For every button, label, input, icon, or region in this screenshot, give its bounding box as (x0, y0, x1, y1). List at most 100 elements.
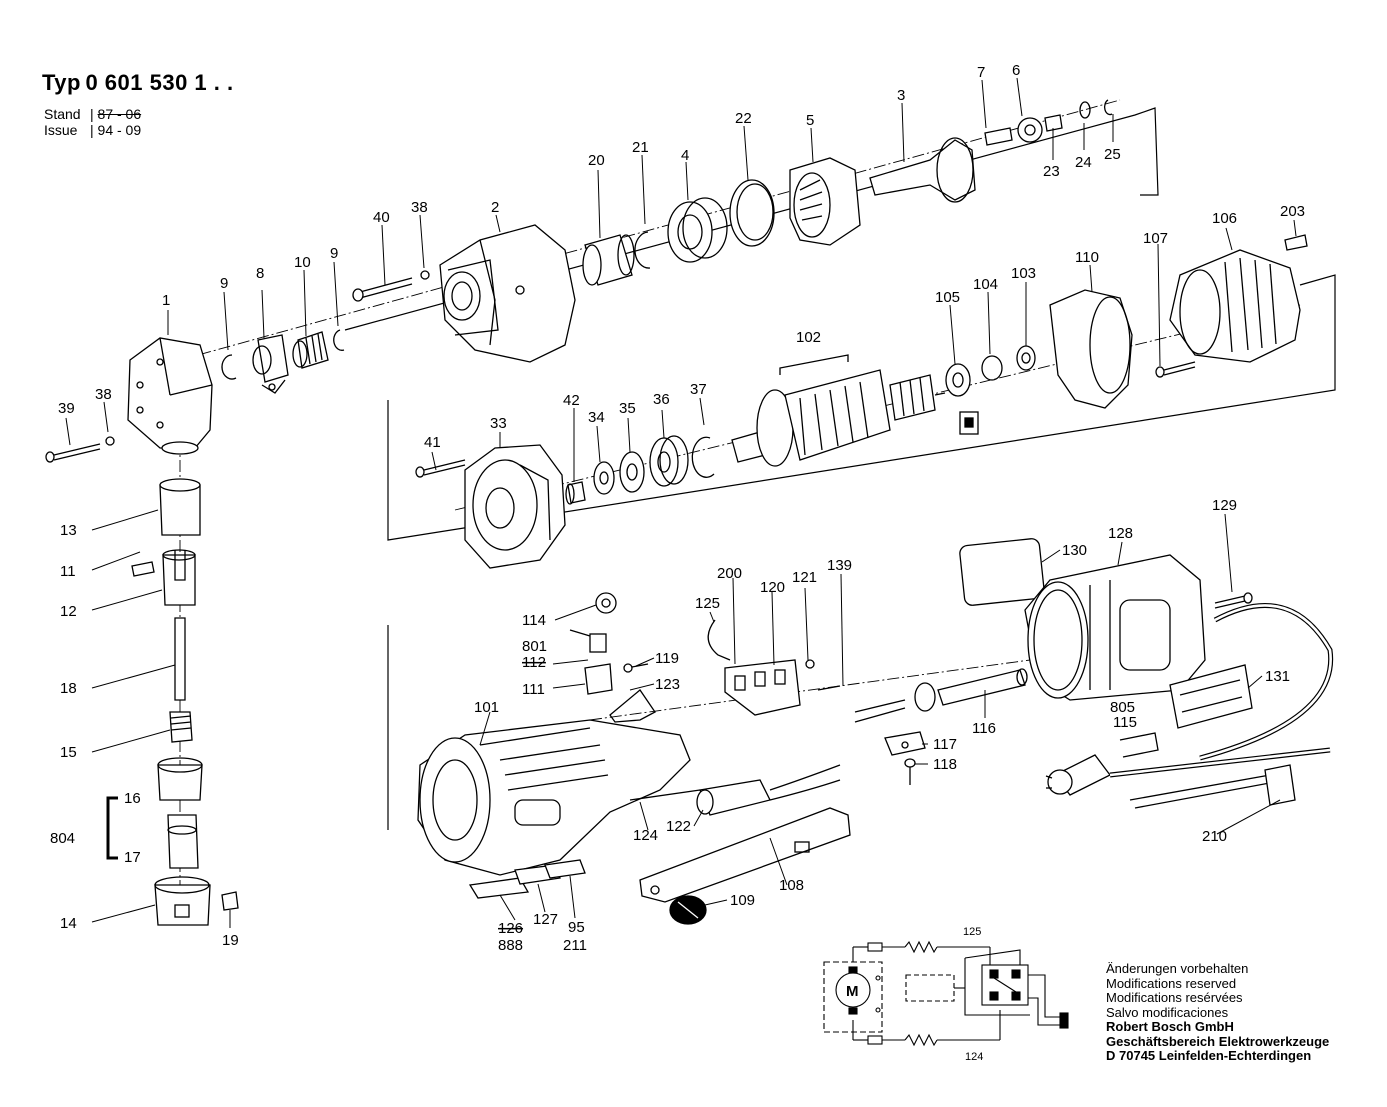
part-screw-39 (45, 436, 115, 463)
part-label: 117 (933, 736, 957, 753)
typ-number: 0 601 530 1 . . (85, 70, 234, 95)
part-label: 124 (633, 827, 658, 844)
part-label: 125 (695, 595, 720, 612)
part-label: 20 (588, 152, 605, 169)
part-label: 9 (220, 275, 228, 292)
part-label: 109 (730, 892, 755, 909)
part-gear-housing (439, 224, 576, 363)
part-label: 121 (792, 569, 817, 586)
part-bearing-105 (945, 345, 1036, 435)
part-label: 4 (681, 147, 689, 164)
part-screw-129 (1214, 592, 1253, 609)
part-label: 888 (498, 937, 523, 954)
part-cable-guard (854, 668, 1028, 723)
part-spindle-column (131, 478, 239, 926)
part-electrical-small (569, 592, 841, 723)
company-division: Geschäftsbereich Elektrowerkzeuge (1106, 1033, 1330, 1049)
part-label: 36 (653, 391, 670, 408)
schematic-ref-top: 125 (963, 926, 981, 938)
company-name: Robert Bosch GmbH (1106, 1019, 1234, 1034)
part-small-rings (221, 329, 345, 394)
part-label: 13 (60, 522, 77, 539)
leader-lines (65, 77, 1297, 928)
part-numbers: 1 9 8 10 9 40 38 2 20 21 4 22 5 3 7 6 23… (50, 62, 1305, 954)
part-label: 33 (490, 415, 507, 432)
part-label: 805 (1110, 699, 1135, 716)
part-label: 210 (1202, 828, 1227, 845)
part-label: 11 (60, 563, 76, 580)
part-label: 104 (973, 276, 998, 293)
part-label: 21 (632, 139, 649, 156)
part-label: 801 (522, 638, 547, 655)
part-label: 130 (1062, 542, 1087, 559)
part-label: 9 (330, 245, 338, 262)
part-label: 25 (1104, 146, 1121, 163)
part-label: 19 (222, 932, 239, 949)
frame-armature (387, 274, 1336, 541)
part-label: 42 (563, 392, 580, 409)
part-label: 37 (690, 381, 707, 398)
part-label: 120 (760, 579, 785, 596)
part-label: 112 (522, 654, 546, 671)
part-label: 114 (522, 612, 546, 629)
modification-notes: Änderungen vorbehalten Modifications res… (1106, 961, 1330, 1064)
part-label: 38 (411, 199, 428, 216)
part-label: 131 (1265, 668, 1290, 685)
part-label: 3 (897, 87, 905, 104)
header-title: Typ 0 601 530 1 . . (42, 70, 234, 96)
bracket-804 (106, 796, 118, 860)
part-label: 7 (977, 64, 985, 81)
part-label: 211 (563, 937, 587, 954)
part-capacitor (696, 764, 841, 816)
part-label: 18 (60, 680, 77, 697)
part-motor-housing (417, 719, 701, 876)
part-label: 129 (1212, 497, 1237, 514)
part-label: 24 (1075, 154, 1092, 171)
part-label: 128 (1108, 525, 1133, 542)
part-screw-40 (352, 270, 430, 302)
part-label: 17 (124, 849, 141, 866)
part-label: 5 (806, 112, 814, 129)
part-power-cord (1045, 603, 1334, 809)
note-line-fr: Modifications resérvées (1106, 990, 1243, 1005)
part-label: 1 (162, 292, 170, 309)
part-label: 126 (498, 920, 523, 937)
revision-block: Stand| 87 - 06 Issue| 94 - 09 (44, 106, 142, 138)
part-label: 103 (1011, 265, 1036, 282)
part-label: 39 (58, 400, 75, 417)
part-label: 123 (655, 676, 680, 693)
part-label: 2 (491, 199, 499, 216)
part-label: 122 (666, 818, 691, 835)
part-label: 200 (717, 565, 742, 582)
part-label-plate (959, 538, 1045, 606)
part-label: 95 (568, 919, 585, 936)
part-label: 34 (588, 409, 605, 426)
part-label: 14 (60, 915, 77, 932)
part-label: 12 (60, 603, 77, 620)
part-label: 102 (796, 329, 821, 346)
stand-label: Stand (44, 106, 81, 122)
motor-symbol-label: M (846, 983, 859, 1000)
part-angle-head (127, 337, 213, 455)
note-line-de: Änderungen vorbehalten (1106, 961, 1249, 976)
part-label: 40 (373, 209, 390, 226)
part-cable-clamp (884, 731, 926, 785)
part-label: 16 (124, 790, 141, 807)
part-armature (731, 354, 946, 467)
part-label: 118 (933, 756, 957, 773)
part-label: 22 (735, 110, 752, 127)
schematic-ref-bottom: 124 (965, 1051, 983, 1063)
part-label: 38 (95, 386, 112, 403)
part-label: 804 (50, 830, 75, 847)
issue-value: 94 - 09 (97, 122, 142, 138)
issue-label: Issue (44, 122, 78, 138)
part-name-plate (1169, 664, 1253, 729)
frame-gearbox (344, 107, 1159, 331)
part-label: 105 (935, 289, 960, 306)
part-label: 23 (1043, 163, 1060, 180)
part-label: 8 (256, 265, 264, 282)
company-address: D 70745 Leinfelden-Echterdingen (1106, 1048, 1312, 1063)
group-frames (344, 107, 1336, 830)
typ-label: Typ (42, 70, 81, 95)
part-label: 119 (655, 650, 679, 667)
